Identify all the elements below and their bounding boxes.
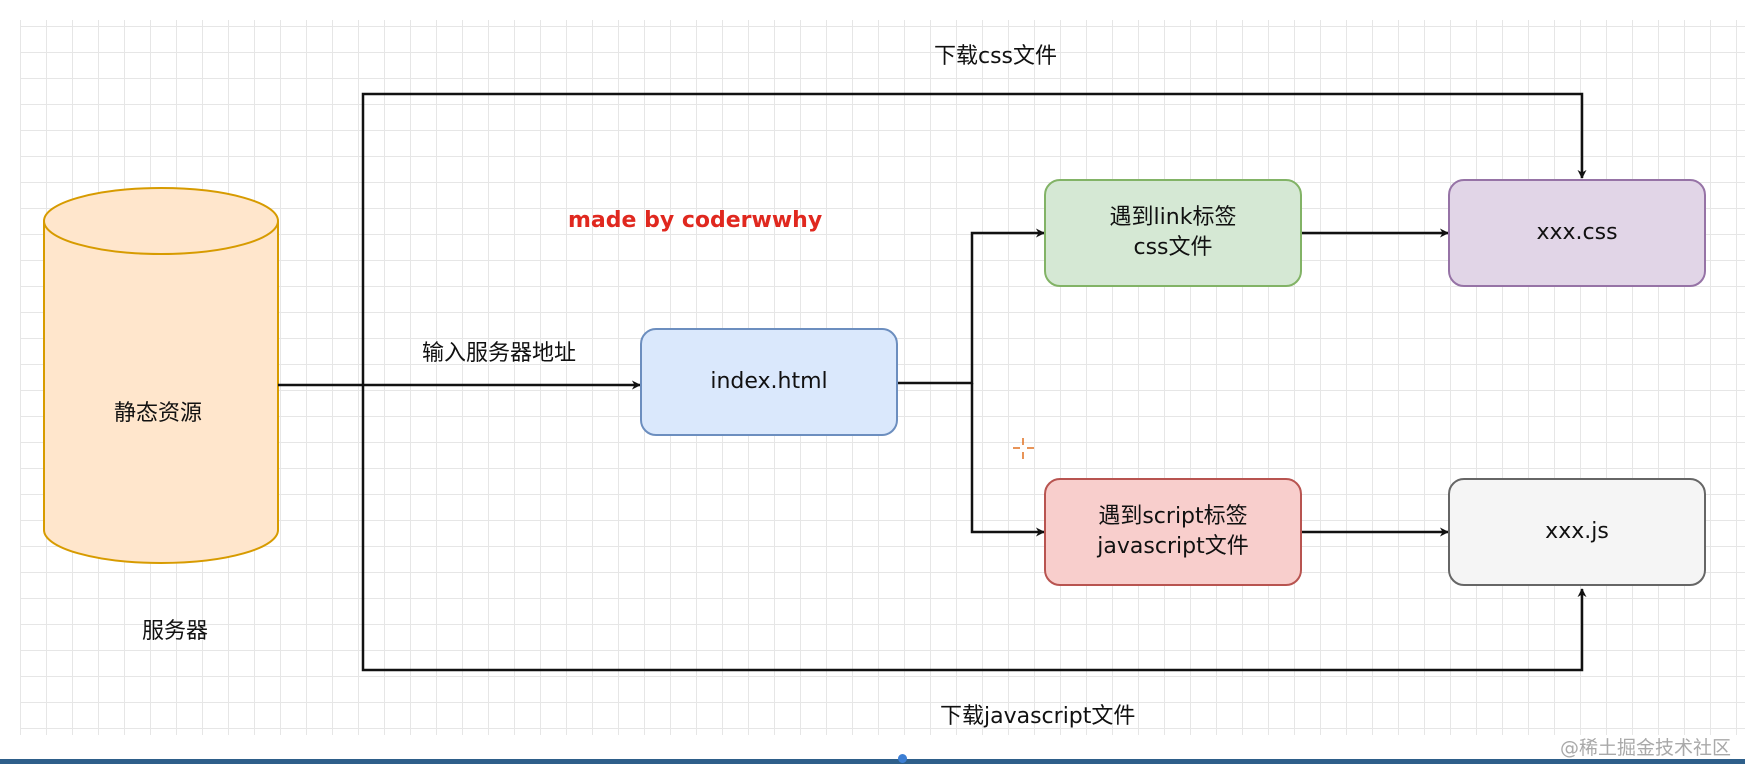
edge-label-download-js: 下载javascript文件 <box>940 704 1136 729</box>
node-css-file[interactable]: xxx.css <box>1448 179 1706 287</box>
crosshair-cursor-icon <box>1013 438 1034 459</box>
server-caption: 服务器 <box>142 619 209 644</box>
credit-text: made by coderwwhy <box>568 208 823 233</box>
node-index-label: index.html <box>710 369 828 394</box>
edge-index-to-script[interactable] <box>970 383 1045 537</box>
server-label: 静态资源 <box>114 401 203 426</box>
edge-download-css[interactable] <box>361 92 1587 385</box>
node-css-label: xxx.css <box>1536 220 1618 245</box>
node-js-file[interactable]: xxx.js <box>1448 478 1706 586</box>
node-link-tag[interactable]: 遇到link标签 css文件 <box>1044 179 1302 287</box>
edge-download-js[interactable] <box>361 385 1587 672</box>
node-script-line2: javascript文件 <box>1097 534 1249 559</box>
edge-label-input-address: 输入服务器地址 <box>422 341 577 366</box>
scroll-position-dot[interactable] <box>898 754 907 763</box>
edge-label-download-css: 下载css文件 <box>934 44 1058 69</box>
node-link-line2: css文件 <box>1133 235 1213 260</box>
edge-index-to-link[interactable] <box>898 228 1045 385</box>
node-index-html[interactable]: index.html <box>640 328 898 436</box>
watermark-text: @稀土掘金技术社区 <box>1559 737 1731 759</box>
node-script-tag[interactable]: 遇到script标签 javascript文件 <box>1044 478 1302 586</box>
node-link-line1: 遇到link标签 <box>1109 205 1237 230</box>
server-cylinder[interactable] <box>43 187 279 564</box>
node-script-line1: 遇到script标签 <box>1098 504 1248 529</box>
bottom-scrollbar[interactable] <box>0 759 1745 764</box>
node-js-label: xxx.js <box>1545 519 1609 544</box>
